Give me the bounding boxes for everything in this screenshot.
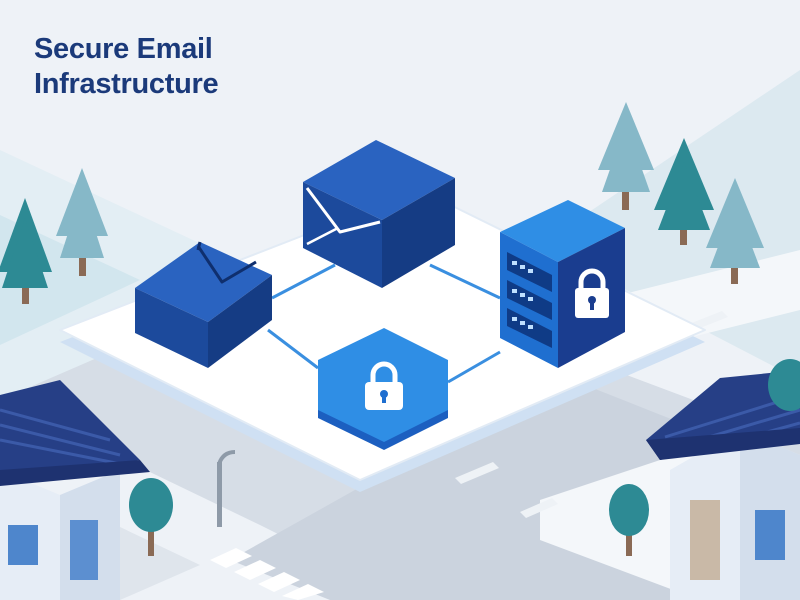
house-left bbox=[0, 380, 150, 600]
padlock-icon bbox=[575, 268, 609, 318]
padlock-icon bbox=[365, 361, 403, 410]
envelope-icon bbox=[305, 187, 381, 246]
envelope-box-top bbox=[303, 140, 455, 288]
tree-left-1 bbox=[0, 198, 52, 304]
envelope-box-left bbox=[135, 241, 272, 368]
server-rack-icon bbox=[507, 252, 552, 348]
tree-right-3 bbox=[706, 178, 764, 284]
network-connectors bbox=[267, 263, 501, 384]
connector-left-to-top bbox=[271, 263, 336, 300]
tree-left-small bbox=[129, 478, 173, 556]
tree-right-2 bbox=[654, 138, 714, 245]
title-line-1: Secure Email bbox=[34, 33, 213, 65]
street-lamp bbox=[217, 450, 236, 527]
tree-left-2 bbox=[56, 168, 108, 276]
envelope-icon bbox=[196, 241, 257, 284]
connector-hub-to-server bbox=[447, 350, 501, 384]
connector-top-to-server bbox=[429, 263, 501, 300]
tree-right-edge bbox=[768, 359, 800, 411]
tree-right-1 bbox=[598, 102, 654, 210]
server-rack bbox=[500, 200, 625, 368]
security-hub bbox=[318, 328, 448, 450]
house-right bbox=[646, 370, 800, 600]
tree-right-small bbox=[609, 484, 649, 556]
title-line-2: Infrastructure bbox=[34, 68, 219, 100]
connector-left-to-hub bbox=[267, 328, 319, 370]
page-title: Secure Email Infrastructure bbox=[34, 32, 219, 102]
